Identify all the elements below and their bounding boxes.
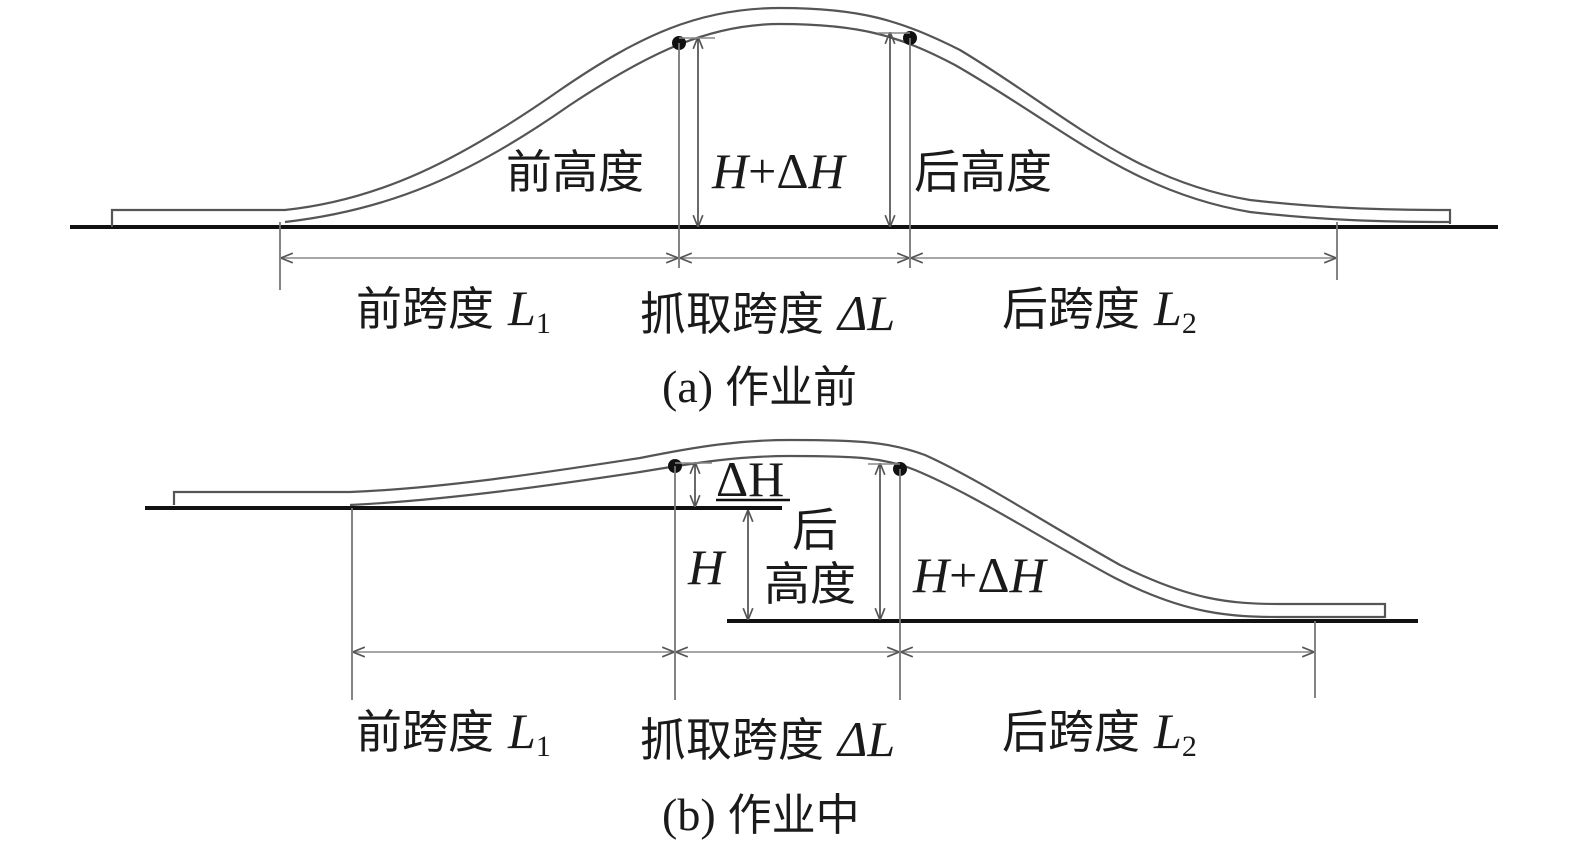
h-label-b: H [687,539,727,595]
rear-height-label-a: 后高度 [914,145,1052,199]
dh-label-b: ΔH [716,451,784,507]
rear-height-label-line2-b: 高度 [764,557,856,611]
caption-a: (a)作业前 [662,361,857,413]
h-plus-dh-label-b: H+ΔH [912,547,1048,603]
belt-inner-b [349,454,1385,619]
belt-inner-a [284,22,1451,224]
front-height-label-a: 前高度 [506,145,644,199]
h-plus-dh-label-a: H+ΔH [711,143,847,199]
caption-b: (b)作业中 [662,789,860,841]
belt-outer-b [172,438,1387,618]
rear-height-label-line1-b: 后 [792,503,838,557]
belt-outer-a [110,6,1452,227]
